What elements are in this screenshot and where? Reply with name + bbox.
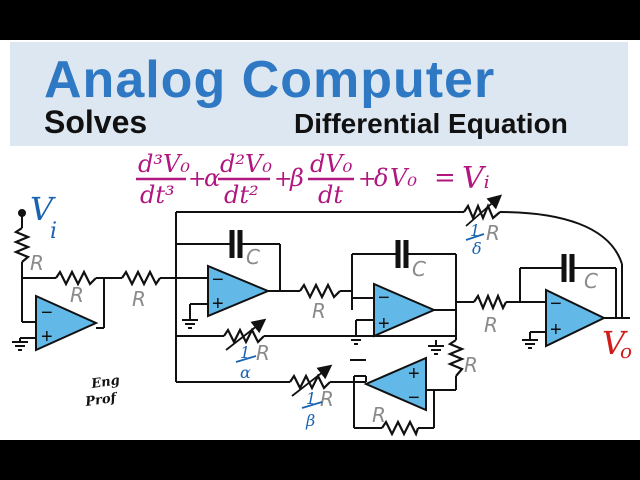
gain-one-over-alpha: 1 α <box>235 343 257 382</box>
ground-symbol <box>522 339 538 349</box>
minus-sign: − <box>212 269 224 291</box>
label-R: R <box>320 387 334 411</box>
delta-adjust-arrow <box>465 194 503 227</box>
vi-letter: V <box>30 190 56 228</box>
plus-sign: + <box>212 293 224 315</box>
solves-label: Solves <box>44 104 148 140</box>
logo-line-2: Prof <box>83 390 119 410</box>
opamp-inverter-input: − + <box>35 294 99 352</box>
engprof-logo: Eng Prof <box>83 373 120 410</box>
gain-one-over-beta: 1 β <box>301 389 323 430</box>
gain-numerator: 1 <box>470 221 480 240</box>
plus-sign: + <box>378 313 390 335</box>
delta-resistor <box>463 203 501 221</box>
vi-subscript: i <box>50 219 57 244</box>
input-resistor <box>13 227 31 263</box>
label-C: C <box>246 245 260 269</box>
resistors <box>13 203 507 437</box>
opamp-feedback-inverter: + − <box>363 356 427 412</box>
label-R: R <box>486 221 500 245</box>
eq-term2-numerator: d²V₀ <box>220 150 272 178</box>
label-R: R <box>256 341 270 365</box>
label-R: R <box>70 283 84 307</box>
eq-beta: β <box>289 164 304 192</box>
inverter-feedback-resistor <box>381 419 420 437</box>
alpha-adjust-arrow <box>225 318 267 351</box>
stage2-input-resistor <box>299 282 341 300</box>
opamps: − + − + − + − + <box>35 264 607 412</box>
gain-numerator: 1 <box>240 343 250 362</box>
gain-numerator: 1 <box>306 389 316 408</box>
capacitor-3 <box>556 254 580 282</box>
eq-plus-2: + <box>274 167 292 192</box>
gain-one-over-delta: 1 δ <box>465 221 485 258</box>
gain-denominator: δ <box>472 239 482 258</box>
eq-delta: δ <box>374 164 388 192</box>
eq-plus-1: + <box>188 167 206 192</box>
plus-sign: + <box>408 363 420 385</box>
title-banner: Analog Computer Solves Differential Equa… <box>10 42 628 146</box>
eq-alpha: α <box>204 164 220 192</box>
eq-vi: Vᵢ <box>462 161 490 196</box>
label-C: C <box>412 257 426 281</box>
main-title: Analog Computer <box>44 51 496 109</box>
variable-resistor-arrows <box>225 194 503 397</box>
capacitor-1 <box>224 230 248 258</box>
vo-subscript: o <box>620 339 632 363</box>
label-R: R <box>30 251 44 275</box>
subject-label: Differential Equation <box>294 108 568 139</box>
minus-sign: − <box>41 302 53 324</box>
differential-equation: d³V₀ dt³ + α d²V₀ dt² + β dV₀ dt + δ V₀ … <box>136 150 490 209</box>
label-C: C <box>584 269 598 293</box>
ground-symbol <box>428 345 444 355</box>
eq-plus-3: + <box>358 167 376 192</box>
label-R: R <box>464 353 478 377</box>
component-labels: R R R R R R R R R R C C C <box>30 221 598 427</box>
inverter-input-resistor <box>447 339 465 377</box>
eq-v0: V₀ <box>390 164 417 192</box>
eq-term1-denominator: dt³ <box>140 181 175 209</box>
stage3-input-resistor <box>473 293 507 311</box>
wires <box>18 209 630 429</box>
stage1-output-resistor <box>121 269 161 287</box>
vo-letter: V <box>602 324 628 362</box>
label-R: R <box>484 313 498 337</box>
eq-term1-numerator: d³V₀ <box>138 150 190 178</box>
opamp-integrator-3: − + <box>545 288 607 348</box>
minus-sign: − <box>408 387 420 409</box>
plus-sign: + <box>41 326 53 348</box>
capacitors <box>224 230 580 282</box>
ground-symbol <box>182 319 198 329</box>
logo-line-1: Eng <box>89 373 120 392</box>
label-R: R <box>372 403 386 427</box>
label-R: R <box>132 287 146 311</box>
ground-symbol <box>12 341 28 351</box>
minus-sign: − <box>378 287 390 309</box>
gain-denominator: β <box>305 411 315 430</box>
label-R: R <box>312 299 326 323</box>
ground-symbol <box>348 335 364 345</box>
grounds <box>12 319 538 355</box>
output-voltage-label: V o <box>602 324 632 363</box>
whiteboard: Analog Computer Solves Differential Equa… <box>0 40 640 440</box>
gain-denominator: α <box>240 363 251 382</box>
plus-sign: + <box>550 319 562 341</box>
eq-term3-numerator: dV₀ <box>310 150 353 178</box>
beta-adjust-arrow <box>291 364 333 397</box>
eq-term2-denominator: dt² <box>224 181 259 209</box>
capacitor-2 <box>390 240 412 268</box>
opamp-integrator-1: − + <box>207 264 271 318</box>
gain-labels: 1 δ 1 α 1 β <box>235 221 485 430</box>
stage1-feedback-resistor <box>55 269 97 287</box>
opamp-integrator-2: − + <box>373 282 437 338</box>
minus-sign: − <box>550 293 562 315</box>
input-voltage-label: V i <box>30 190 57 244</box>
circuit-diagram: d³V₀ dt³ + α d²V₀ dt² + β dV₀ dt + δ V₀ … <box>12 150 632 437</box>
eq-equals: = <box>434 163 456 193</box>
eq-term3-denominator: dt <box>318 181 343 209</box>
